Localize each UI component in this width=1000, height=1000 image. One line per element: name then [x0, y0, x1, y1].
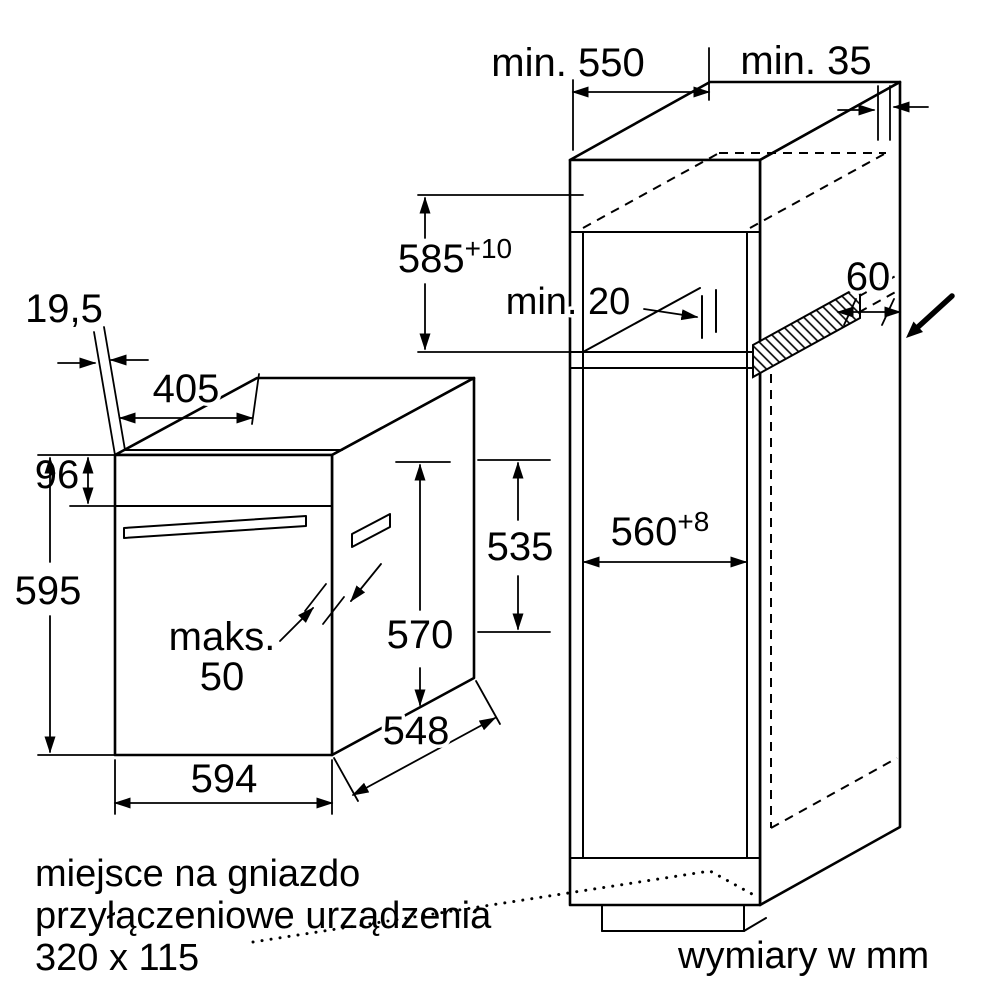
oven-drawing: 19,5 405 96 595 maks.	[11, 284, 557, 815]
vent-width-label: 60	[846, 255, 891, 299]
rear-depth-label: 535	[487, 525, 554, 569]
dim-cabinet-min-depth: min. 550	[488, 38, 711, 151]
socket-note-line1: miejsce na gniazdo	[35, 853, 360, 895]
socket-note-line2: przyłączeniowe urządzenia	[35, 895, 492, 937]
dim-oven-top-depth: 405	[118, 364, 260, 425]
niche-width-value: 560	[611, 510, 678, 554]
dim-rear-depth: 535	[477, 459, 557, 633]
oven-front-face	[113, 453, 334, 757]
side-grip-recess	[351, 513, 391, 548]
vent-pointer-arrow	[906, 293, 955, 338]
cabinet-plinth	[601, 904, 767, 932]
dim-oven-depth: 548	[333, 680, 501, 802]
top-depth-label: 405	[153, 367, 220, 411]
oven-width-label: 594	[191, 757, 258, 801]
rear-clearance-label: min. 20	[506, 281, 631, 323]
niche-width-label: 560+8	[611, 506, 710, 554]
cabinet-hidden-edges	[582, 152, 900, 829]
socket-note-line3: 320 x 115	[35, 937, 199, 979]
wall-gap-label: min. 35	[740, 39, 871, 83]
oven-height-label: 595	[15, 569, 82, 613]
min-depth-label: min. 550	[491, 41, 644, 85]
footer-notes: miejsce na gniazdo przyłączeniowe urządz…	[35, 853, 929, 979]
dim-body-height: 570	[383, 461, 457, 707]
cabinet-front-face	[568, 158, 762, 907]
socket-leader-line	[251, 869, 754, 944]
handle-max-value-label: 50	[200, 655, 245, 699]
oven-handle	[123, 515, 307, 539]
niche-width-tolerance: +8	[677, 506, 709, 537]
dim-panel-height: 96	[31, 450, 116, 507]
cabinet-right-face	[758, 80, 902, 907]
dim-niche-height: 585+10	[394, 194, 584, 353]
dim-oven-height: 595	[11, 456, 116, 756]
dim-handle-protrusion: maks. 50	[165, 563, 382, 703]
dim-oven-width: 594	[113, 754, 334, 815]
cabinet-interior-lines	[569, 231, 761, 859]
niche-height-tolerance: +10	[465, 233, 513, 264]
oven-depth-label: 548	[383, 709, 450, 753]
dim-vent-width: 60	[836, 252, 902, 326]
body-height-label: 570	[387, 613, 454, 657]
frame-offset-label: 19,5	[25, 287, 103, 331]
cabinet-drawing: min. 550 min. 35 585+10 min. 20	[394, 36, 955, 932]
niche-height-label: 585+10	[398, 233, 512, 281]
niche-height-value: 585	[398, 237, 465, 281]
vent-hatch-area	[752, 284, 861, 379]
dim-niche-width: 560+8	[582, 503, 748, 568]
dim-frame-offset: 19,5	[22, 284, 149, 456]
dim-rear-clearance: min. 20	[502, 278, 699, 327]
handle-max-word-label: maks.	[169, 615, 276, 659]
dim-wall-gap: min. 35	[737, 36, 929, 141]
panel-height-label: 96	[35, 453, 80, 497]
units-note: wymiary w mm	[677, 935, 929, 977]
